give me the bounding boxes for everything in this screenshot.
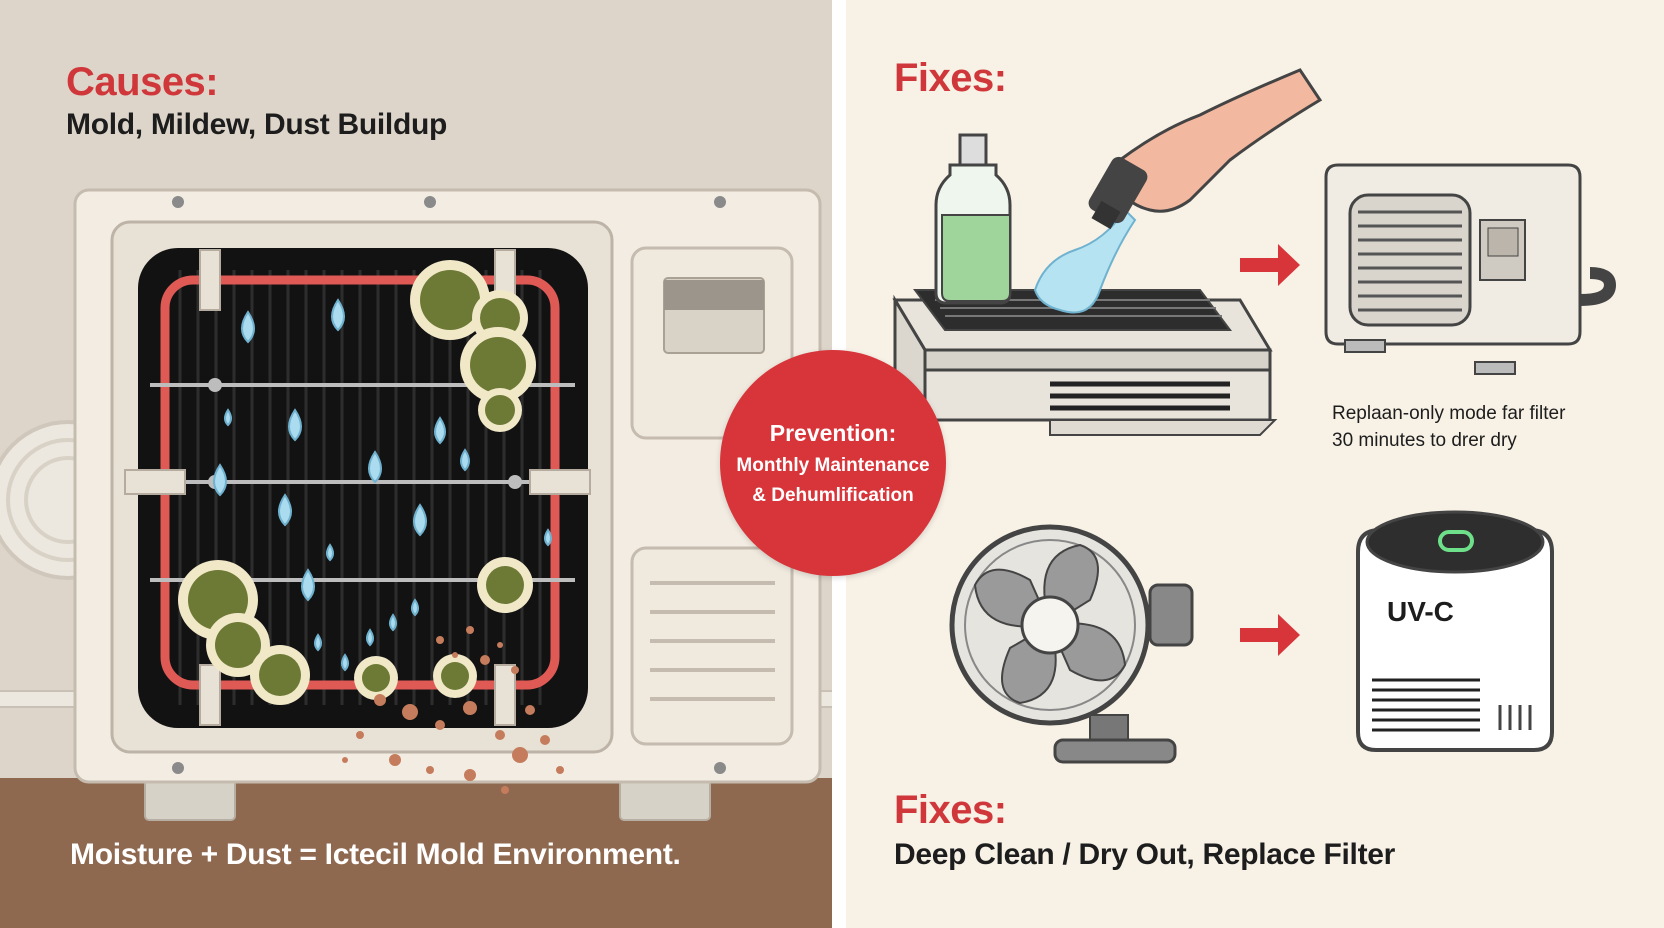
fixes-top-caption-line1: Replaan-only mode far filter — [1332, 403, 1566, 424]
filter-tray-icon — [892, 289, 1278, 436]
prevention-title: Prevention: — [769, 419, 897, 446]
water-splash — [1033, 208, 1137, 314]
fan-icon — [949, 524, 1194, 764]
fixes-top-caption: Replaan-only mode far filter 30 minutes … — [1332, 400, 1565, 454]
fixes-top-heading: Fixes: — [894, 56, 1007, 100]
fixes-bottom-subheading: Deep Clean / Dry Out, Replace Filter — [894, 838, 1396, 871]
unit-leg-right — [619, 779, 711, 821]
fixes-panel: Fixes: Replaan-only mode far filter 30 m… — [846, 0, 1664, 928]
uv-c-label: UV-C — [1387, 596, 1454, 627]
arrow-right-icon — [1240, 244, 1300, 656]
hand-icon — [1088, 68, 1323, 230]
fixes-top-caption-line2: 30 minutes to drer dry — [1332, 430, 1517, 451]
causes-footer: Moisture + Dust = Ictecil Mold Environme… — [70, 838, 681, 871]
mold-cluster-icon — [178, 260, 536, 705]
causes-subheading: Mold, Mildew, Dust Buildup — [66, 108, 448, 141]
causes-heading: Causes: — [66, 60, 219, 104]
uv-purifier-icon — [1356, 510, 1554, 752]
causes-panel: Causes: Mold, Mildew, Dust Buildup Moist… — [0, 0, 832, 928]
fixes-bottom-heading: Fixes: — [894, 788, 1007, 832]
outdoor-ac-icon — [1324, 163, 1617, 375]
water-drop-icon — [213, 298, 552, 672]
unit-leg-left — [144, 779, 236, 821]
ac-unit-illustration — [0, 188, 822, 821]
prevention-line2: & Dehumlification — [752, 484, 914, 506]
prevention-line1: Monthly Maintenance — [736, 454, 930, 476]
fixes-illustrations — [892, 68, 1617, 764]
spray-bottle-icon — [934, 133, 1012, 305]
prevention-badge: Prevention: Monthly Maintenance & Dehuml… — [720, 350, 946, 576]
dust-particles — [342, 626, 564, 794]
